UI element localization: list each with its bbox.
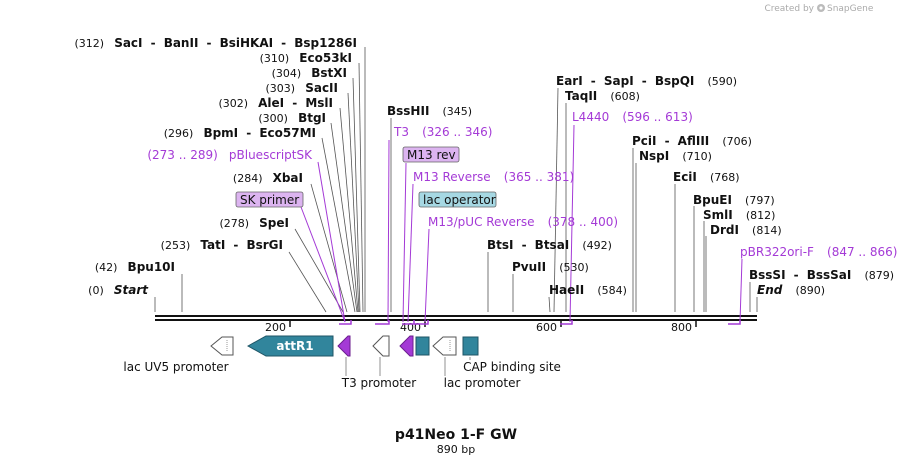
feature-lac-promoter-label: lac promoter <box>444 376 521 390</box>
m13-rev-feature-arrow <box>399 335 414 357</box>
enzyme-group-768: EciI (768) <box>673 166 740 185</box>
primer-m13-rev: M13 rev <box>402 146 460 163</box>
end-label: End (890) <box>757 279 825 298</box>
ruler-label: 200 <box>265 321 286 334</box>
primer-l4440: L4440 (596 .. 613) <box>572 106 693 125</box>
enzyme-group-706: PciI - AflIII (706) <box>632 130 752 149</box>
primer-sk-primer: SK primer <box>235 191 304 208</box>
svg-text:attR1: attR1 <box>276 339 313 353</box>
enzyme-group-284: (284) XbaI <box>233 167 303 186</box>
enzyme-group-300: (300) BtgI <box>258 107 326 126</box>
enzyme-group-710: NspI (710) <box>639 145 712 164</box>
t3-promoter-arrow <box>372 335 390 357</box>
enzyme-group-584: HaeII (584) <box>549 279 627 298</box>
enzyme-group-302: (302) AleI - MslI <box>218 92 333 111</box>
primer-feature-arrow <box>337 335 351 357</box>
ruler-label: 600 <box>536 321 557 334</box>
enzyme-group-312: (312) SacI - BanII - BsiHKAI - Bsp1286I <box>75 32 358 51</box>
credit-brand: SnapGene <box>827 4 874 14</box>
feature-attr1: attR1 <box>246 335 334 357</box>
enzyme-group-530: PvuII (530) <box>512 256 589 275</box>
primer-pbluescriptsk: (273 .. 289) pBluescriptSK <box>147 144 313 163</box>
enzyme-group-253: (253) TatI - BsrGI <box>161 234 283 253</box>
primer-arrow <box>414 320 429 325</box>
map-length: 890 bp <box>437 443 475 456</box>
lac-operator-box <box>415 336 430 356</box>
enzyme-group-590: EarI - SapI - BspQI (590) <box>556 70 737 89</box>
enzyme-group-303: (303) SacII <box>266 77 338 96</box>
primer-arrow <box>375 320 390 325</box>
primer-m13-reverse: M13 Reverse (365 .. 381) <box>413 166 574 185</box>
enzyme-group-278: (278) SpeI <box>219 212 289 231</box>
credit-prefix: Created by <box>764 4 814 14</box>
enzyme-group-345: BssHII (345) <box>387 100 472 119</box>
snapgene-logo-icon <box>817 4 825 12</box>
svg-text:lac operator: lac operator <box>423 193 496 207</box>
enzyme-group-797: BpuEI (797) <box>693 189 775 208</box>
sequence-backbone <box>155 315 757 321</box>
enzyme-group-814: DrdI (814) <box>710 219 782 238</box>
primer-pbr322ori-f: pBR322ori-F (847 .. 866) <box>740 241 897 260</box>
enzyme-group-42: (42) Bpu10I <box>95 256 175 275</box>
primer-arrow <box>728 320 741 325</box>
enzyme-group-304: (304) BstXI <box>272 62 347 81</box>
ruler: 200 400 600 800 <box>265 321 697 334</box>
lac-promoter-arrow <box>432 336 457 356</box>
feature-t3-promoter-label: T3 promoter <box>341 376 417 390</box>
start-label: (0) Start <box>88 279 149 298</box>
feature-cap-binding-site-label: CAP binding site <box>463 360 561 374</box>
primer-arrow <box>560 320 573 325</box>
svg-text:SK primer: SK primer <box>240 193 299 207</box>
enzyme-group-492: BtsI - BtsaI (492) <box>487 234 612 253</box>
map-title: p41Neo 1-F GW <box>395 427 517 443</box>
primer-m13-puc-reverse: M13/pUC Reverse (378 .. 400) <box>428 211 618 230</box>
feature-lac-uv5-promoter-arrow <box>210 336 234 356</box>
feature-lac-operator-label: lac operator <box>418 191 497 208</box>
primer-arrows <box>339 320 741 325</box>
enzyme-group-296: (296) BpmI - Eco57MI <box>164 122 316 141</box>
ruler-label: 400 <box>400 321 421 334</box>
site-leader-lines <box>154 47 758 313</box>
cap-binding-site-box <box>462 336 479 356</box>
enzyme-group-608: TaqII (608) <box>565 85 640 104</box>
primer-leader-lines <box>300 124 743 323</box>
svg-text:M13 rev: M13 rev <box>407 148 456 162</box>
primer-t3: T3 (326 .. 346) <box>393 121 493 140</box>
enzyme-group-879: BssSI - BssSaI (879) <box>749 264 894 283</box>
enzyme-group-310: (310) Eco53kI <box>260 47 352 66</box>
ruler-label: 800 <box>671 321 692 334</box>
enzyme-group-812: SmlI (812) <box>703 204 775 223</box>
feature-lac-uv5-promoter-label: lac UV5 promoter <box>123 360 228 374</box>
primer-arrow <box>339 320 352 325</box>
